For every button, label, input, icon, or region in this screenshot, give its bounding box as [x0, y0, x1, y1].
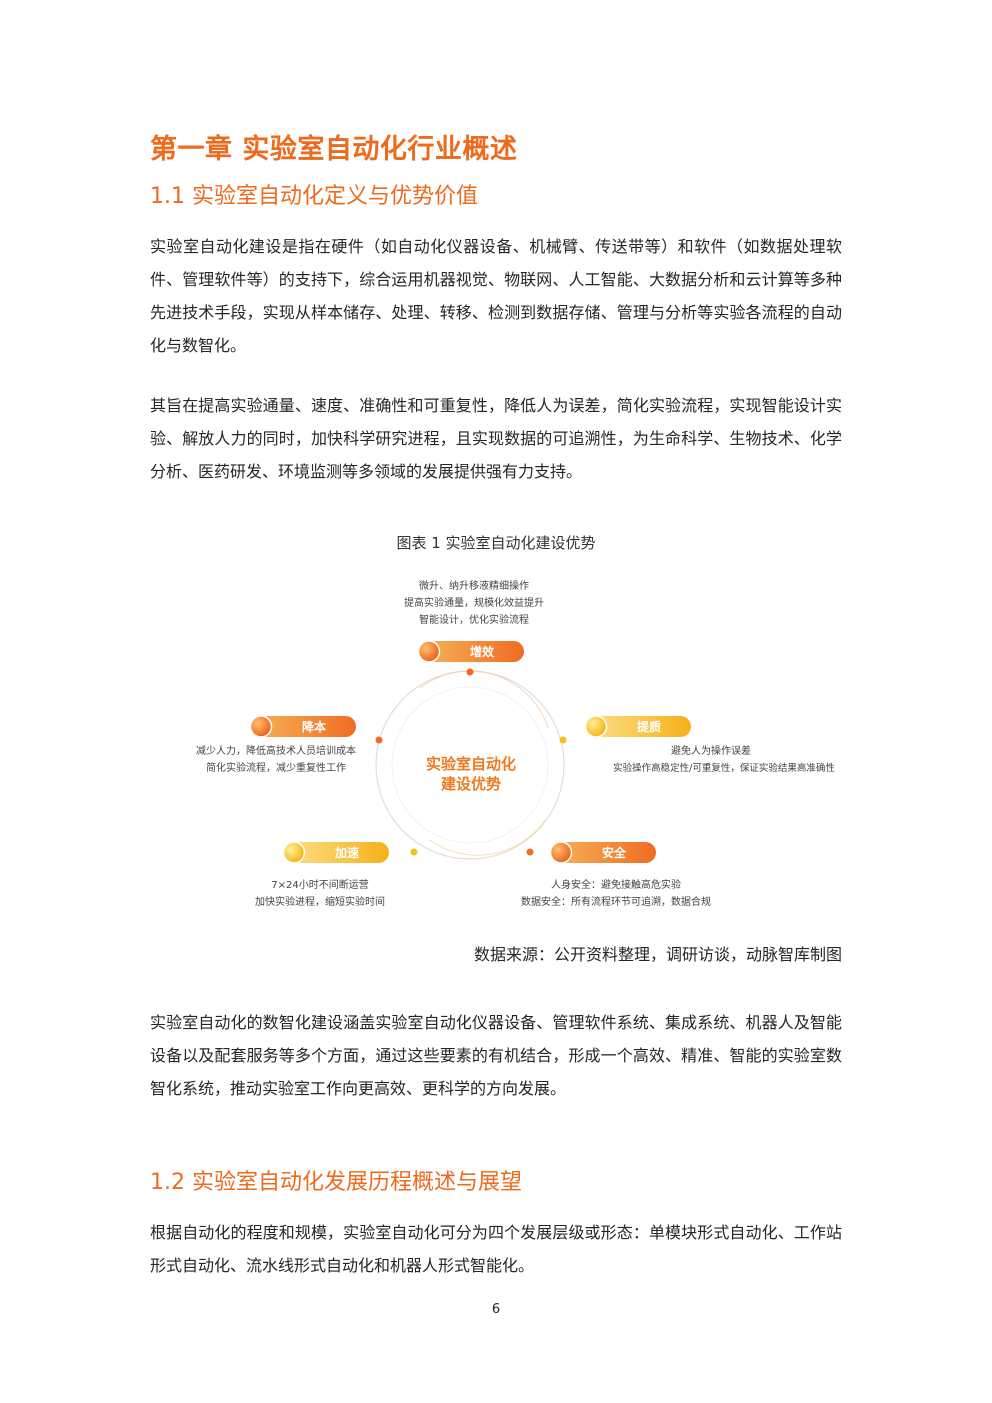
section-title-1-1: 1.1 实验室自动化定义与优势价值 [150, 184, 478, 209]
ring-dot-safety [526, 848, 534, 856]
efficiency-label: 增效 [470, 644, 495, 659]
center-label-line-2: 建设优势 [441, 775, 501, 793]
cost-pill [252, 716, 356, 737]
quality-desc-2: 实验操作高稳定性/可重复性，保证实验结果高准确性 [613, 762, 835, 774]
paragraph-levels: 根据自动化的程度和规模，实验室自动化可分为四个发展层级或形态：单模块形式自动化、… [150, 1223, 842, 1275]
data-source-note: 数据来源：公开资料整理，调研访谈，动脉智库制图 [473, 945, 842, 964]
paragraph-scope: 实验室自动化的数智化建设涵盖实验室自动化仪器设备、管理软件系统、集成系统、机器人… [150, 1013, 842, 1098]
ring-dot-speed [410, 848, 418, 856]
node-quality: 提质 避免人为操作误差 实验操作高稳定性/可重复性，保证实验结果高准确性 [584, 715, 835, 774]
speed-desc-1: 7×24小时不间断运营 [271, 878, 368, 891]
node-speed: 加速 7×24小时不间断运营 加快实验进程，缩短实验时间 [255, 841, 389, 908]
quality-desc-1: 避免人为操作误差 [671, 744, 751, 757]
center-label-line-1: 实验室自动化 [426, 755, 516, 773]
cost-label: 降本 [302, 719, 326, 734]
speed-label: 加速 [334, 845, 359, 860]
efficiency-pill [420, 641, 524, 662]
ring-arc-top [419, 670, 549, 729]
ring-dot-quality [559, 736, 567, 744]
figure-caption: 图表 1 实验室自动化建设优势 [396, 534, 596, 552]
safety-pill [552, 842, 656, 863]
efficiency-desc-2: 提高实验通量，规模化效益提升 [404, 596, 544, 609]
diagram-inner-ring [391, 686, 549, 844]
cost-desc-2: 简化实验流程，减少重复性工作 [206, 761, 346, 774]
quality-label: 提质 [637, 719, 661, 734]
safety-label: 安全 [602, 845, 627, 860]
node-efficiency: 微升、纳升移液精细操作 提高实验通量，规模化效益提升 智能设计，优化实验流程 增… [404, 579, 544, 663]
cost-orb-icon [249, 715, 273, 738]
efficiency-desc-3: 智能设计，优化实验流程 [419, 613, 529, 626]
ring-dot-efficiency [466, 668, 474, 676]
safety-orb-icon [549, 841, 573, 864]
quality-pill [587, 716, 691, 737]
paragraph-definition: 实验室自动化建设是指在硬件（如自动化仪器设备、机械臂、传送带等）和软件（如数据处… [150, 237, 842, 355]
node-cost: 降本 减少人力，降低高技术人员培训成本 简化实验流程，减少重复性工作 [196, 715, 356, 774]
efficiency-desc-1: 微升、纳升移液精细操作 [419, 579, 529, 592]
node-safety: 安全 人身安全：避免接触高危实验 数据安全：所有流程环节可追溯，数据合规 [521, 841, 711, 908]
ring-dot-cost [375, 736, 383, 744]
chapter-title: 第一章 实验室自动化行业概述 [150, 134, 518, 165]
section-title-1-2: 1.2 实验室自动化发展历程概述与展望 [150, 1170, 522, 1195]
speed-pill [285, 842, 389, 863]
quality-orb-icon [584, 715, 608, 738]
speed-orb-icon [282, 841, 306, 864]
advantages-diagram: 实验室自动化 建设优势 微升、纳升移液精细操作 提高实验通量，规模化效益提升 智… [196, 579, 835, 908]
cost-desc-1: 减少人力，降低高技术人员培训成本 [196, 744, 356, 757]
page-number: 6 [491, 1302, 501, 1317]
safety-desc-2: 数据安全：所有流程环节可追溯，数据合规 [521, 895, 711, 908]
safety-desc-1: 人身安全：避免接触高危实验 [551, 878, 681, 891]
paragraph-purpose: 其旨在提高实验通量、速度、准确性和可重复性，降低人为误差，简化实验流程，实现智能… [150, 396, 842, 481]
ring-arc-bottom [429, 819, 546, 856]
speed-desc-2: 加快实验进程，缩短实验时间 [255, 895, 385, 908]
efficiency-orb-icon [417, 640, 441, 663]
